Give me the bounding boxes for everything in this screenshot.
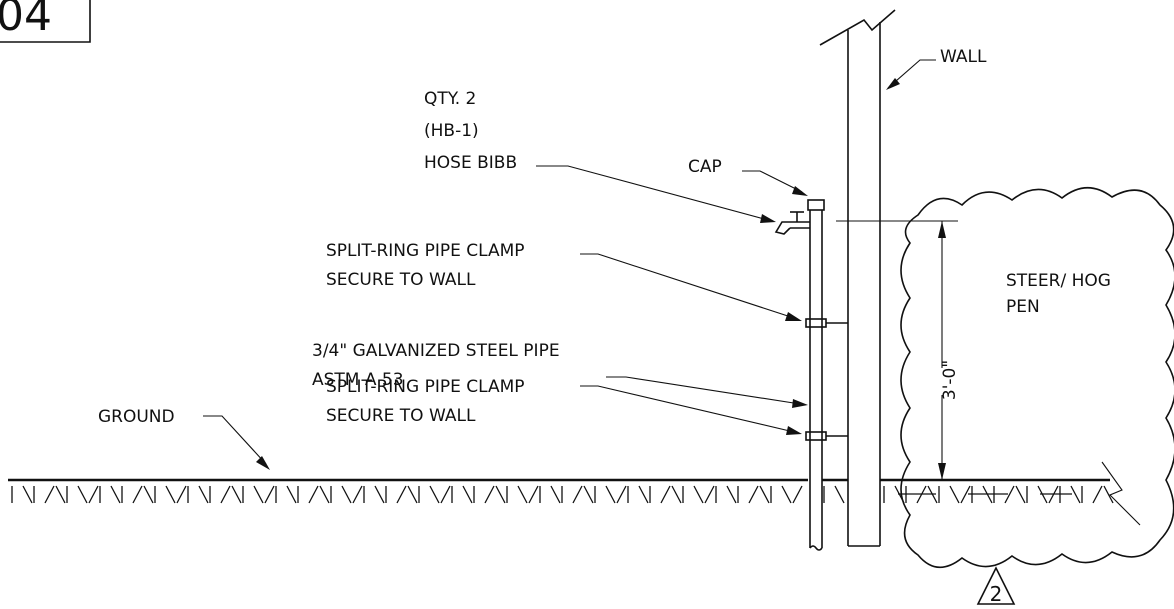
galvanized-pipe — [809, 210, 823, 551]
wall — [819, 9, 896, 547]
pen-label-2: PEN — [1006, 297, 1040, 317]
clamp-upper-note: SECURE TO WALL — [326, 270, 476, 290]
wall-label: WALL — [940, 47, 987, 67]
clamp-lower-label: SPLIT-RING PIPE CLAMP — [326, 377, 525, 397]
earth-hatch — [11, 485, 1114, 504]
clamp-upper-label: SPLIT-RING PIPE CLAMP — [326, 241, 525, 261]
pipe-cap — [807, 199, 825, 211]
detail-number-box: 04 — [0, 0, 91, 43]
clamp-lower-note: SECURE TO WALL — [326, 406, 476, 426]
dimension-label: 3'-0" — [940, 360, 960, 400]
leaders — [203, 59, 1141, 526]
pipe-clamp-upper — [805, 318, 848, 328]
hose-bibb-fixture — [774, 211, 810, 235]
qty-label: QTY. 2 — [424, 89, 476, 109]
pipe-label: 3/4" GALVANIZED STEEL PIPE — [312, 341, 560, 361]
revision-tag: 2 — [976, 566, 1016, 606]
cap-label: CAP — [688, 157, 722, 177]
pen-revision-cloud — [900, 186, 1174, 569]
detail-number: 04 — [0, 0, 52, 41]
hose-bibb-label: HOSE BIBB — [424, 153, 517, 173]
pipe-clamp-lower — [805, 431, 848, 441]
pipe-spec-label: ASTM A 53 — [312, 370, 404, 390]
revision-number: 2 — [990, 582, 1003, 606]
height-dimension — [836, 220, 958, 480]
pen-label: STEER/ HOG — [1006, 271, 1111, 291]
hb-tag-label: (HB-1) — [424, 121, 479, 141]
ground-label: GROUND — [98, 407, 175, 427]
